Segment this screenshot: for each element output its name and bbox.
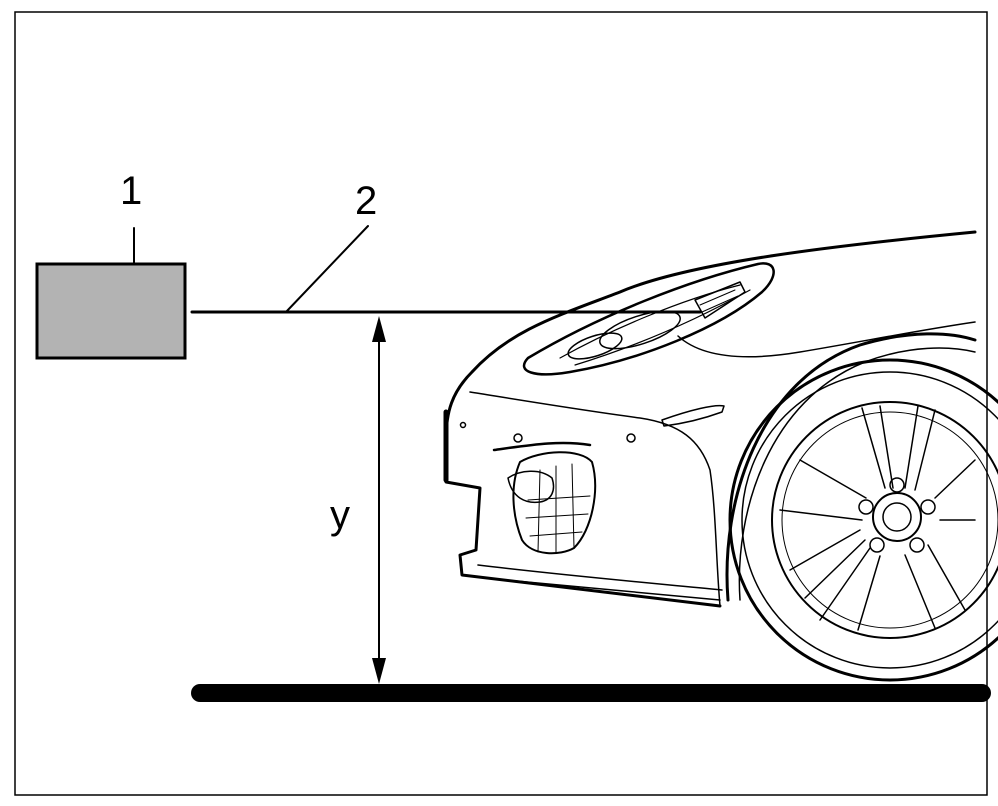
label-2-leader-line xyxy=(285,225,369,313)
height-dimension-arrow xyxy=(372,316,386,684)
frame-border xyxy=(14,11,988,796)
label-height-y: y xyxy=(330,493,350,537)
front-wheel xyxy=(728,358,998,682)
label-device-number: 1 xyxy=(120,169,142,213)
car-front-drawing xyxy=(443,230,977,608)
aiming-device-box xyxy=(35,262,187,360)
label-beam-number: 2 xyxy=(355,179,377,223)
